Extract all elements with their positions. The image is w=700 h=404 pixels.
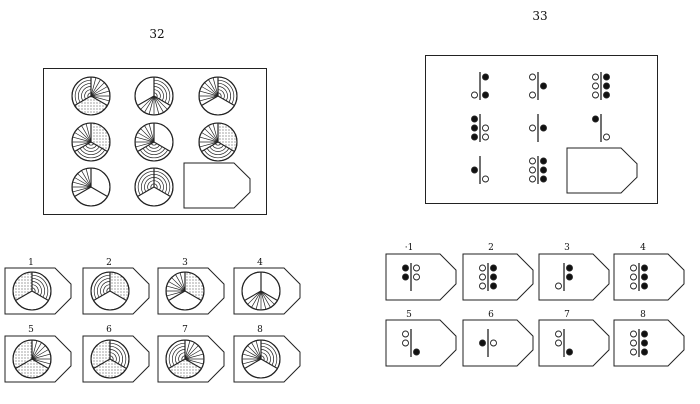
p33-matrix-cell-3-1 [471, 156, 489, 184]
p33-matrix-cell-1-2 [529, 72, 547, 100]
p33-option-4-figure [630, 263, 648, 291]
p33-option-3-tile [538, 253, 610, 301]
p32-matrix-cell-3-2 [134, 167, 174, 207]
p33-option-1-number: ·1 [404, 243, 414, 253]
puzzle-32-number: 32 [149, 27, 165, 41]
p33-matrix-cell-2-3 [592, 114, 610, 142]
p32-option-6-number: 6 [106, 325, 112, 335]
p32-option-4-number: 4 [257, 258, 263, 268]
p33-option-5-number: 5 [406, 310, 412, 320]
p33-option-2-number: 2 [488, 243, 494, 253]
p33-matrix-cell-2-2 [529, 114, 547, 142]
p33-option-6-figure [479, 329, 497, 357]
p33-option-8-tile [613, 319, 685, 367]
p33-answer-blank-tile [566, 147, 638, 194]
p32-option-7-figure [165, 339, 205, 379]
p32-option-8-figure [241, 339, 281, 379]
p33-option-7-number: 7 [564, 310, 570, 320]
p32-option-1-number: 1 [28, 258, 34, 268]
p33-option-2-tile [462, 253, 534, 301]
p33-option-1-tile [385, 253, 457, 301]
puzzle-33-number: 33 [532, 9, 548, 23]
p33-option-5-figure [402, 329, 420, 357]
p33-option-4-number: 4 [640, 243, 646, 253]
p32-option-3-figure [165, 271, 205, 311]
p33-option-3-figure [555, 263, 573, 291]
p33-option-5-tile [385, 319, 457, 367]
p32-option-7-number: 7 [182, 325, 188, 335]
p32-option-4-figure [241, 271, 281, 311]
p32-answer-blank-tile [183, 162, 251, 209]
p32-matrix-cell-2-3 [198, 122, 238, 162]
p33-option-2-figure [479, 263, 497, 291]
p33-option-6-number: 6 [488, 310, 494, 320]
p33-option-1-figure [402, 263, 420, 291]
p33-option-4-tile [613, 253, 685, 301]
p32-matrix-cell-1-3 [198, 76, 238, 116]
p33-matrix-cell-2-1 [471, 114, 489, 142]
p32-matrix-cell-1-1 [71, 76, 111, 116]
p32-option-2-number: 2 [106, 258, 112, 268]
p32-option-5-figure [12, 339, 52, 379]
p32-matrix-cell-1-2 [134, 76, 174, 116]
p33-option-8-figure [630, 329, 648, 357]
p32-matrix-cell-2-2 [134, 122, 174, 162]
p32-matrix-cell-2-1 [71, 122, 111, 162]
p33-option-3-number: 3 [564, 243, 570, 253]
p33-matrix-cell-3-2 [529, 156, 547, 184]
p33-option-7-tile [538, 319, 610, 367]
p32-option-2-figure [90, 271, 130, 311]
p32-option-5-number: 5 [28, 325, 34, 335]
p33-option-8-number: 8 [640, 310, 646, 320]
p32-option-3-number: 3 [182, 258, 188, 268]
p32-matrix-cell-3-1 [71, 167, 111, 207]
p33-option-7-figure [555, 329, 573, 357]
p33-matrix-cell-1-3 [592, 72, 610, 100]
p32-option-1-figure [12, 271, 52, 311]
p32-option-8-number: 8 [257, 325, 263, 335]
p32-option-6-figure [90, 339, 130, 379]
p33-option-6-tile [462, 319, 534, 367]
p33-matrix-cell-1-1 [471, 72, 489, 100]
